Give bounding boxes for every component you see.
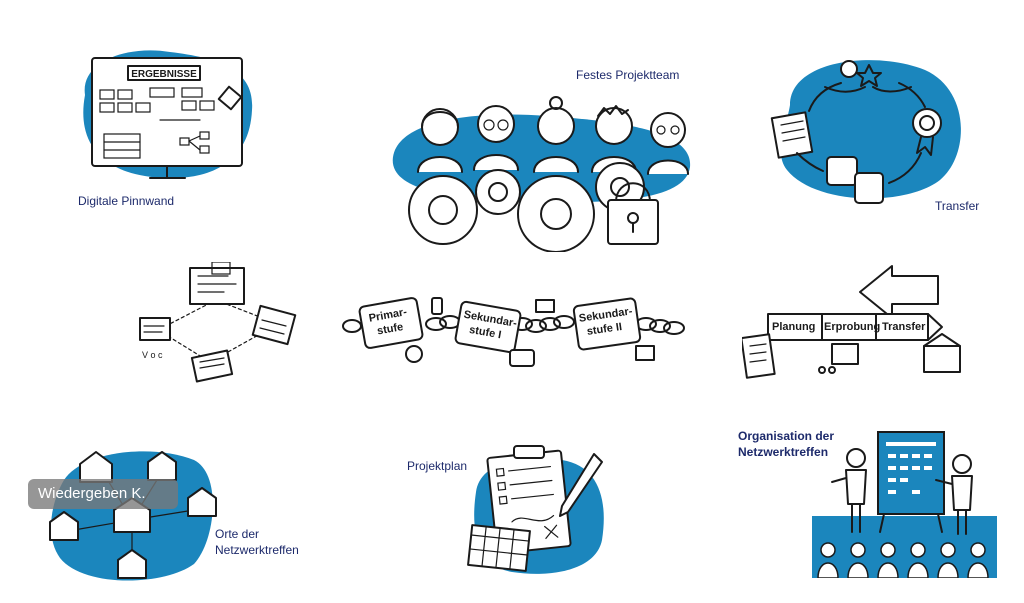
board-title: ERGEBNISSE (131, 69, 197, 80)
play-overlay[interactable]: Wiedergeben K. (28, 479, 178, 509)
project-team-illustration (392, 96, 691, 252)
project-plan-illustration (467, 445, 604, 574)
tile-label-transfer: Transfer (935, 199, 980, 213)
tile-label-digitale-pinnwand: Digitale Pinnwand (78, 194, 175, 208)
school-chain-illustration: Primar-stufe Sekundar-stufe I Sekundar-s… (342, 297, 685, 367)
svg-text:V o c: V o c (142, 350, 163, 360)
tile-label-orte-line2: Netzwerktreffen (215, 543, 299, 557)
phases-illustration (742, 265, 961, 379)
meeting-locations-illustration (49, 451, 217, 581)
tile-label-projektplan: Projektplan (407, 459, 468, 473)
tile-label-organisation-line2: Netzwerktreffen (738, 445, 829, 459)
phase-label-transfer: Transfer (882, 321, 926, 333)
phase-label-planung: Planung (772, 321, 816, 333)
tile-label-festes-projektteam: Festes Projektteam (576, 68, 680, 82)
digital-board-illustration: ERGEBNISSE (83, 50, 253, 179)
transfer-cycle-illustration (770, 60, 961, 204)
meeting-organisation-illustration (812, 431, 997, 578)
tile-label-organisation-line1: Organisation der (738, 429, 835, 443)
chain-sek2-line2: stufe II (586, 321, 623, 338)
tile-label-orte-line1: Orte der (215, 527, 260, 541)
phase-label-erprobung: Erprobung (824, 321, 881, 333)
chain-sek1-line2: stufe I (468, 324, 502, 341)
device-network-illustration: V o c (139, 262, 297, 383)
chain-primar-line2: stufe (376, 321, 404, 337)
